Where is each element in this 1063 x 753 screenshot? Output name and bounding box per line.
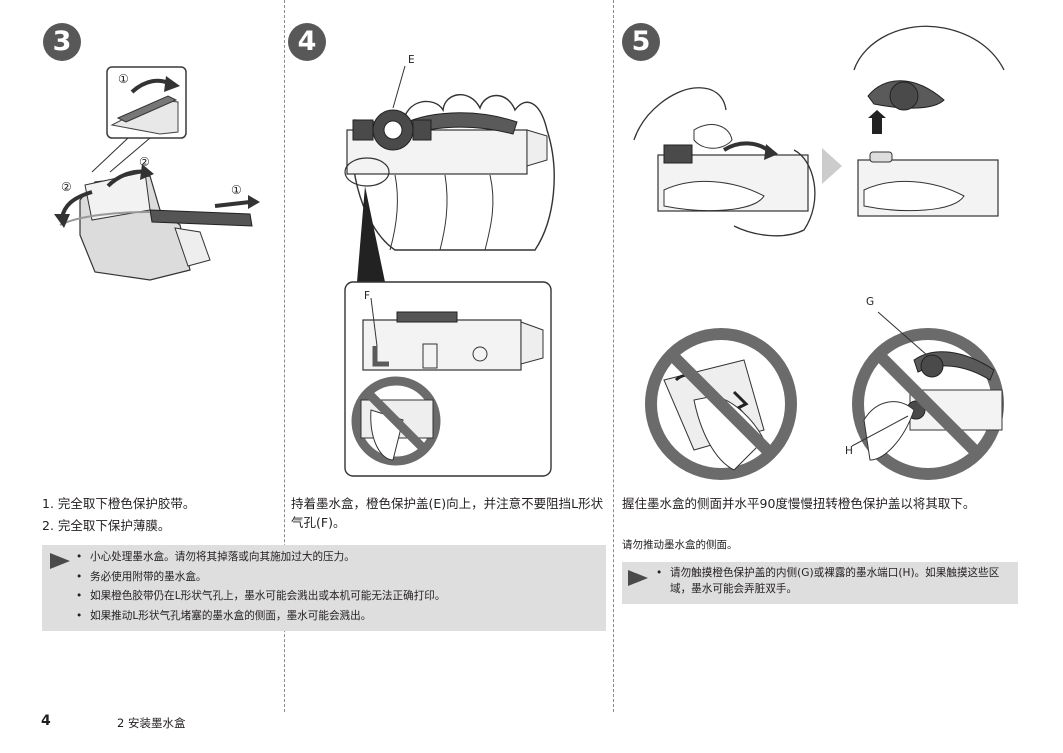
column-divider-2: [613, 0, 614, 712]
step-3-illustration: [54, 66, 260, 281]
step-3-callout-1a: ①: [118, 72, 129, 86]
step-5-label-g: G: [866, 296, 875, 308]
step-5-caution-note: 请勿触摸橙色保护盖的内侧(G)或裸露的墨水端口(H)。如果触摸这些区域，墨水可能…: [622, 562, 1018, 604]
step-3-callout-2b: ②: [61, 180, 72, 194]
step-5-instruction-2: 请勿推动墨水盒的侧面。: [622, 539, 738, 551]
step-4-badge: 4: [288, 23, 326, 61]
step-5-instruction: 握住墨水盒的侧面并水平90度慢慢扭转橙色保护盖以将其取下。: [622, 496, 976, 511]
step-5-label-h: H: [845, 445, 853, 457]
column-divider-1: [284, 0, 285, 712]
step-3-caution-note: 小心处理墨水盒。请勿将其掉落或向其施加过大的压力。 务必使用附带的墨水盒。 如果…: [42, 545, 606, 631]
step-4-label-f: F: [364, 290, 371, 302]
caution-arrow-icon: [628, 570, 648, 586]
step-4-label-e: E: [408, 54, 415, 66]
caution-arrow-icon: [50, 553, 70, 569]
step-4-illustration: [344, 65, 555, 477]
section-title: 2 安装墨水盒: [117, 716, 186, 730]
step-5-illustration: [633, 25, 1005, 480]
step-3-instruction-2: 2. 完全取下保护薄膜。: [42, 518, 171, 533]
caution-item: 务必使用附带的墨水盒。: [76, 568, 606, 588]
step-3-badge: 3: [43, 23, 81, 61]
caution-item: 如果推动L形状气孔堵塞的墨水盒的侧面，墨水可能会溅出。: [76, 607, 606, 627]
step-3-callout-1b: ①: [231, 183, 242, 197]
caution-item: 如果橙色胶带仍在L形状气孔上，墨水可能会溅出或本机可能无法正确打印。: [76, 587, 606, 607]
caution-item: 小心处理墨水盒。请勿将其掉落或向其施加过大的压力。: [76, 548, 606, 568]
step-3-callout-2a: ②: [139, 155, 150, 169]
caution-item: 请勿触摸橙色保护盖的内侧(G)或裸露的墨水端口(H)。如果触摸这些区域，墨水可能…: [656, 565, 1006, 597]
step-4-instruction: 持着墨水盒，橙色保护盖(E)向上，并注意不要阻挡L形状气孔(F)。: [291, 496, 604, 530]
step-5-badge: 5: [622, 23, 660, 61]
page-number: 4: [41, 713, 51, 729]
step-3-instruction-1: 1. 完全取下橙色保护胶带。: [42, 496, 196, 511]
